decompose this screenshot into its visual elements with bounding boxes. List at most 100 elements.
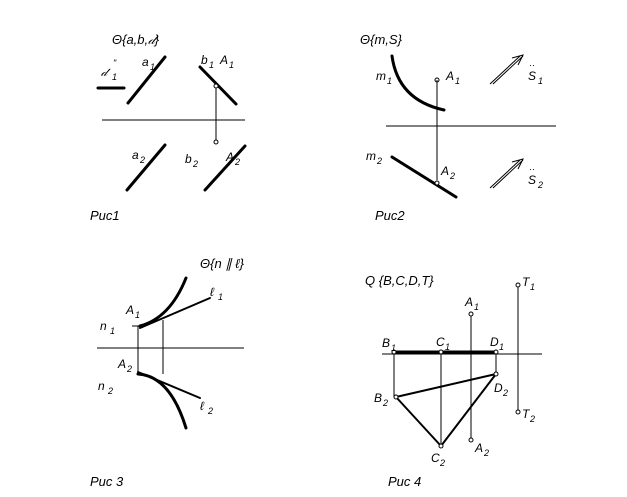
fig2-curve-m1 (390, 54, 446, 112)
fig2-label-m2: m (366, 149, 376, 163)
fig4-label-C2-sub: 2 (439, 458, 445, 468)
fig4-label-B2: B (374, 391, 382, 405)
fig3-label-l2: ℓ (200, 399, 205, 413)
fig1-point-mid (213, 139, 219, 145)
fig1-label-b1: b (201, 53, 208, 67)
fig4-point-A1 (468, 311, 474, 317)
fig4-line-C2D2 (440, 373, 497, 447)
fig3-label-A2-sub: 2 (126, 364, 132, 374)
figure-4: Q {B,C,D,T} A 1 A 2 T 1 T 2 (365, 273, 542, 489)
fig4-label-C1-sub: 1 (445, 342, 450, 352)
fig1-label-a1: a (142, 55, 149, 69)
fig1-label-b1-sub: 1 (209, 60, 214, 70)
fig3-label-A2: A (117, 357, 126, 371)
fig2-header: Θ{m,S} (360, 32, 403, 47)
fig2-label-m1-sub: 1 (387, 76, 392, 86)
fig3-line-l1 (139, 297, 211, 329)
fig2-label-A2: A (440, 164, 449, 178)
fig3-caption: Рис 3 (90, 474, 124, 489)
fig2-label-S2-dots: ·· (529, 164, 535, 174)
fig1-label-a1-sub: 1 (150, 62, 155, 72)
fig3-label-n1: n (100, 319, 107, 333)
fig2-label-S1: S (528, 69, 536, 83)
figure-3: Θ{n ∥ ℓ} A 1 n 1 ℓ 1 A 2 n 2 ℓ 2 Рис 3 (90, 256, 245, 489)
fig4-label-B1-sub: 1 (391, 343, 396, 353)
fig4-point-D2 (493, 371, 499, 377)
fig2-label-S2: S (528, 173, 536, 187)
fig2-label-A1-sub: 1 (455, 76, 460, 86)
fig4-label-T2: T (522, 407, 531, 421)
fig2-arrowhead-S2 (511, 158, 524, 170)
fig2-caption: Рис2 (375, 208, 405, 223)
fig1-label-A1: A (219, 53, 228, 67)
fig4-point-A2 (468, 437, 474, 443)
fig4-label-A1: A (464, 295, 473, 309)
fig1-label-d-prime: " (113, 58, 117, 68)
fig3-label-A1-sub: 1 (135, 310, 140, 320)
fig3-label-l1-sub: 1 (218, 292, 223, 302)
fig3-label-A1: A (125, 303, 134, 317)
fig2-arrow-S1 (489, 55, 521, 85)
fig4-caption: Рис 4 (388, 474, 421, 489)
fig1-label-a2-sub: 2 (139, 155, 145, 165)
fig3-label-n2-sub: 2 (107, 386, 113, 396)
fig2-label-m1: m (376, 69, 386, 83)
fig1-label-A1-sub: 1 (229, 60, 234, 70)
fig4-label-D2-sub: 2 (502, 388, 508, 398)
fig3-header: Θ{n ∥ ℓ} (200, 256, 245, 271)
fig4-label-C1: C (436, 335, 445, 349)
fig4-label-T1: T (522, 275, 531, 289)
fig4-label-D2: D (494, 381, 503, 395)
fig2-label-A2-sub: 2 (449, 171, 455, 181)
fig1-header: Θ{a,b,𝒹} (112, 32, 160, 47)
fig4-label-B2-sub: 2 (382, 398, 388, 408)
fig1-label-b2: b (185, 152, 192, 166)
fig4-line-B2D2 (395, 373, 497, 398)
fig1-label-A2-sub: 2 (234, 157, 240, 167)
fig1-label-b2-sub: 2 (192, 159, 198, 169)
fig2-arrow-S2 (489, 159, 521, 189)
fig4-label-D1: D (490, 335, 499, 349)
fig4-label-A1-sub: 1 (474, 302, 479, 312)
fig4-point-C2 (438, 443, 444, 449)
fig4-point-T2 (515, 409, 521, 415)
fig3-line-l2 (137, 371, 201, 399)
fig1-label-A2: A (225, 150, 234, 164)
fig4-label-D1-sub: 1 (499, 342, 504, 352)
fig1-line-a2 (125, 143, 167, 192)
fig2-label-S2-sub: 2 (537, 180, 543, 190)
fig4-label-C2: C (431, 451, 440, 465)
fig4-point-B2 (393, 394, 399, 400)
fig4-label-A2: A (474, 441, 483, 455)
figure-1: Θ{a,b,𝒹} 𝒹 " 1 a 1 b 1 A 1 a 2 b 2 A 2 Р… (90, 32, 247, 223)
fig4-label-T1-sub: 1 (530, 282, 535, 292)
figure-2: Θ{m,S} m 1 A 1 S ·· 1 m 2 A 2 S ·· 2 Рис… (360, 32, 556, 223)
fig4-point-T1 (515, 282, 521, 288)
fig2-label-A1: A (445, 69, 454, 83)
fig3-label-l1: ℓ (210, 285, 215, 299)
fig4-label-B1: B (382, 336, 390, 350)
fig1-label-d-sub: 1 (112, 72, 117, 82)
fig1-label-d: 𝒹 (101, 65, 111, 79)
fig1-point-A1 (213, 83, 219, 89)
fig2-arrow-S1-b (492, 55, 524, 85)
fig3-label-l2-sub: 2 (207, 406, 213, 416)
fig2-label-m2-sub: 2 (376, 156, 382, 166)
fig4-point-D1 (493, 349, 499, 355)
fig1-line-a1 (126, 55, 167, 105)
fig3-curve-upper (138, 276, 188, 328)
fig2-arrow-S2-b (492, 159, 524, 189)
fig4-point-B1 (391, 349, 397, 355)
fig1-caption: Рис1 (90, 208, 120, 223)
fig3-label-n1-sub: 1 (110, 326, 115, 336)
fig4-label-T2-sub: 2 (529, 414, 535, 424)
fig2-label-S1-sub: 1 (538, 76, 543, 86)
fig4-line-B2C2 (395, 396, 442, 447)
fig3-label-n2: n (98, 379, 105, 393)
fig4-label-A2-sub: 2 (483, 448, 489, 458)
fig4-point-C1 (438, 349, 444, 355)
fig2-arrowhead-S1 (511, 54, 524, 66)
fig4-header: Q {B,C,D,T} (365, 273, 434, 288)
fig1-line-b2 (203, 144, 247, 192)
